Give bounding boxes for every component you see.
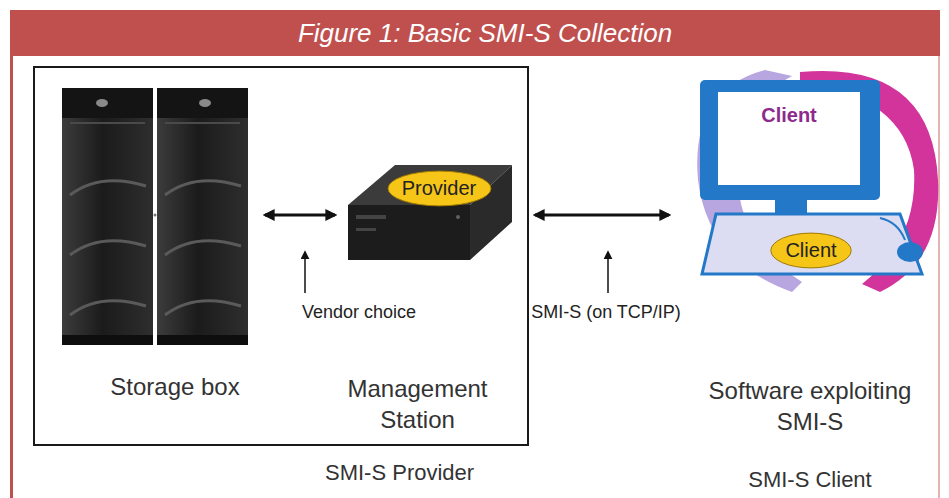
client-ellipse: Client xyxy=(770,232,852,269)
client-label: Client xyxy=(785,239,836,262)
storage-caption: Storage box xyxy=(85,373,265,402)
monitor-screen: Client xyxy=(718,92,860,185)
ellipse-shape xyxy=(771,233,851,268)
leader-arrow xyxy=(304,252,306,293)
storage-cabinets xyxy=(62,88,248,345)
frame-left xyxy=(10,56,13,498)
client-caption: Software exploiting SMI-S xyxy=(675,375,945,437)
frame-right xyxy=(938,56,940,498)
double-arrow xyxy=(265,214,335,217)
title-bar: Figure 1: Basic SMI-S Collection xyxy=(10,10,940,56)
storage-box: Storage box xyxy=(85,80,265,410)
provider-heading: SMI-S Provider xyxy=(325,460,474,486)
figure-title: Figure 1: Basic SMI-S Collection xyxy=(278,18,672,49)
provider-label: Provider xyxy=(402,177,476,200)
screen-label: Client xyxy=(718,104,860,127)
ellipse-shape xyxy=(388,171,491,206)
edge-label: Vendor choice xyxy=(300,302,418,323)
leader-arrow xyxy=(607,252,609,293)
provider-box: SMI-S ProviderStorage boxManagement Stat… xyxy=(33,66,529,446)
provider-ellipse: Provider xyxy=(387,170,492,207)
client-heading: SMI-S Client xyxy=(675,467,945,493)
management-station: Management Station Provider xyxy=(335,150,500,440)
edge-label: SMI-S (on TCP/IP) xyxy=(529,302,683,323)
station-caption: Management Station xyxy=(335,373,500,435)
server-device xyxy=(348,165,512,260)
double-arrow xyxy=(535,214,669,217)
client-computer xyxy=(697,70,938,292)
client-area: Software exploiting SMI-S SMI-S Client Cli… xyxy=(675,75,945,490)
